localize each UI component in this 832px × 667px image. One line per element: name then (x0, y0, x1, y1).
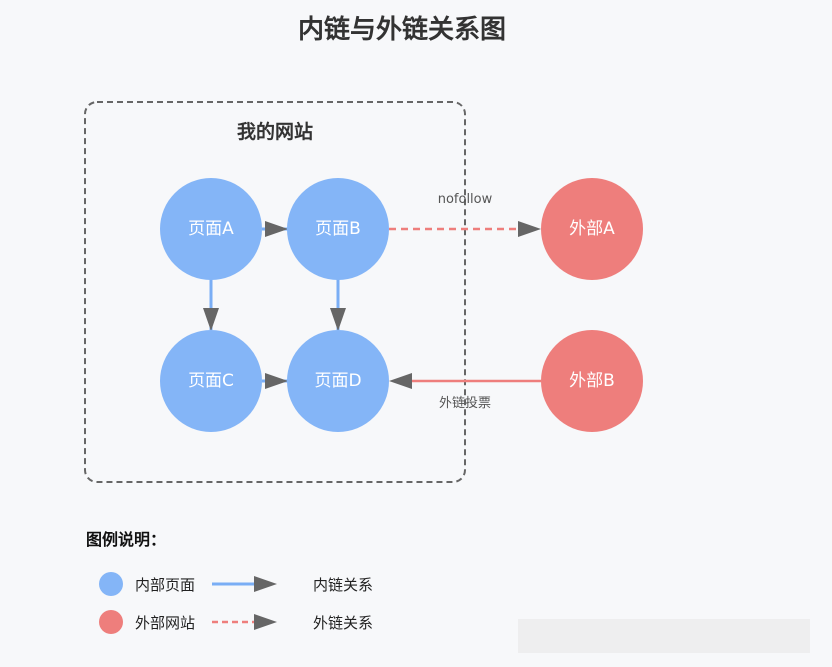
legend-external-swatch (99, 610, 123, 634)
arrow-head (265, 221, 288, 237)
nofollow-label: nofollow (438, 192, 493, 207)
legend-internal-page-label: 内部页面 (135, 576, 195, 594)
arrow-head (254, 576, 277, 592)
arrow-head (254, 614, 277, 630)
node-page-c-label: 页面C (188, 371, 234, 391)
group-label: 我的网站 (237, 120, 313, 143)
legend-internal-swatch (99, 572, 123, 596)
legend-external-link-label: 外链关系 (313, 614, 373, 632)
node-external-b-label: 外部B (569, 371, 615, 391)
arrow-head (518, 221, 541, 237)
node-page-c: 页面C (160, 330, 262, 432)
node-page-b-label: 页面B (315, 219, 361, 239)
legend-internal-link-label: 内链关系 (313, 576, 373, 594)
legend-title: 图例说明： (86, 530, 166, 549)
arrow-head (265, 373, 288, 389)
node-page-a: 页面A (160, 178, 262, 280)
node-page-a-label: 页面A (188, 219, 234, 239)
legend-external-site-label: 外部网站 (135, 614, 195, 632)
diagram-title: 内链与外链关系图 (298, 14, 506, 45)
node-external-b: 外部B (541, 330, 643, 432)
node-external-a: 外部A (541, 178, 643, 280)
watermark-placeholder (518, 619, 810, 653)
node-page-d: 页面D (287, 330, 389, 432)
node-external-a-label: 外部A (569, 219, 615, 239)
arrow-head (203, 308, 219, 331)
node-page-d-label: 页面D (314, 371, 361, 391)
arrow-head (330, 308, 346, 331)
node-page-b: 页面B (287, 178, 389, 280)
my-site-group-box (84, 101, 466, 483)
backlink-vote-label: 外链投票 (439, 395, 491, 411)
arrow-head (389, 373, 412, 389)
